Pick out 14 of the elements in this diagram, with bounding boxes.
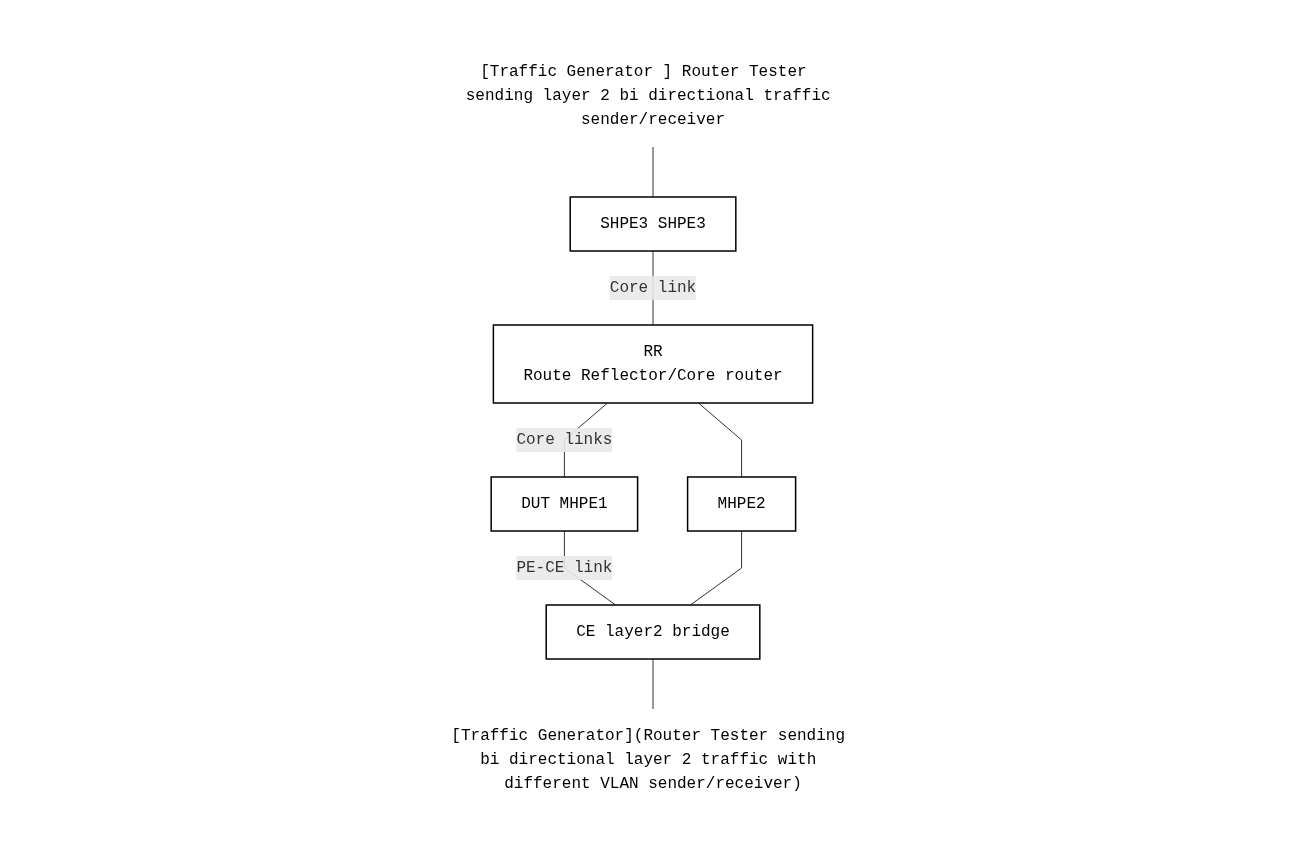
node-box: RR Route Reflector/Core router	[492, 323, 814, 404]
edge-label: Core link	[609, 278, 697, 297]
connector	[689, 530, 743, 605]
connector	[697, 402, 743, 477]
node-text: [Traffic Generator ] Router Tester sending layer 2 bi directional traffic sender/receiver	[465, 62, 831, 129]
connector	[652, 658, 654, 709]
node-box: SHPE3 SHPE3	[569, 195, 737, 252]
node-box: DUT MHPE1	[490, 475, 639, 532]
node-box: CE layer2 bridge	[545, 603, 761, 660]
edge-label: Core links	[516, 430, 613, 449]
edge-label: PE-CE link	[516, 558, 613, 577]
node-box: MHPE2	[686, 475, 797, 532]
node-text: [Traffic Generator](Router Tester sending bi directional layer 2 traffic with different VLAN sender/receiver)	[451, 726, 846, 793]
connector	[652, 146, 654, 197]
